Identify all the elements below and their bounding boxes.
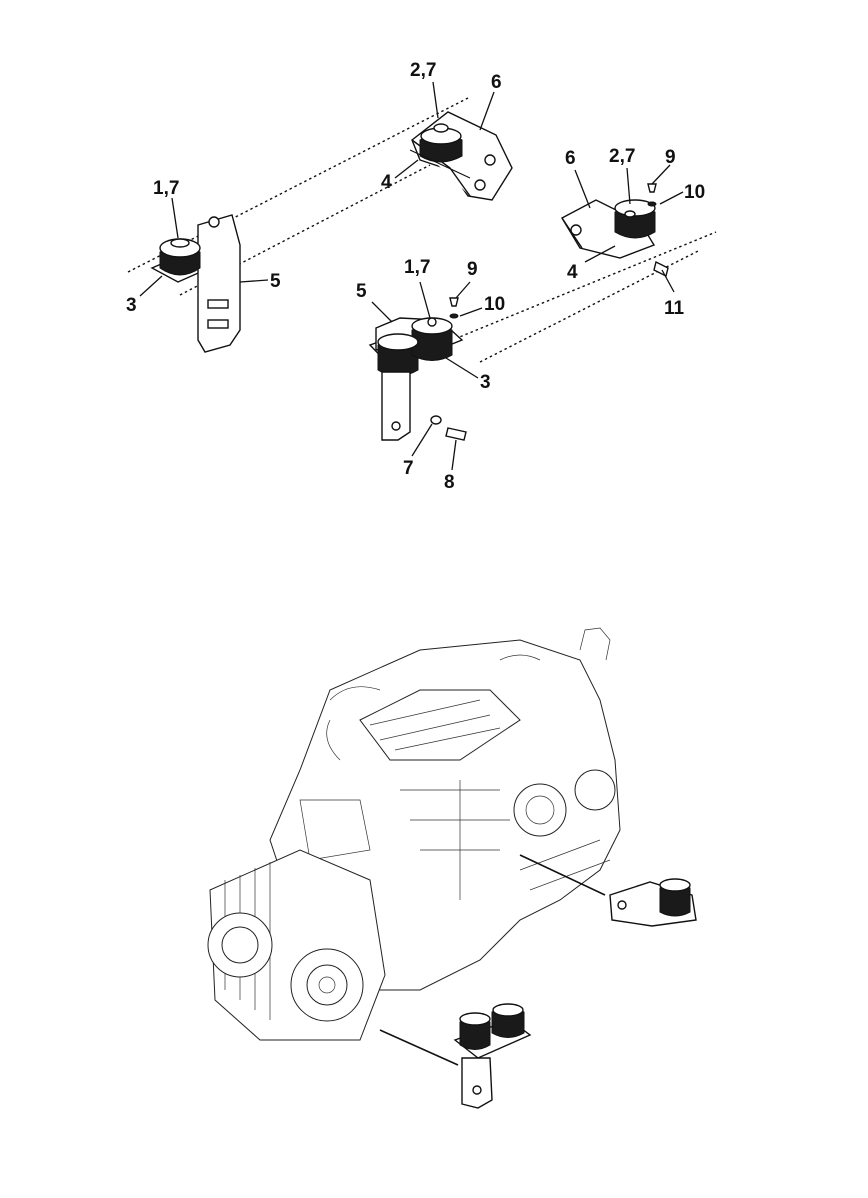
callout-mid-left: 5 — [356, 281, 367, 302]
callout-right-bolt-low: 11 — [664, 298, 685, 319]
callout-right-washer: 10 — [684, 182, 705, 203]
callout-right-pad: 4 — [567, 262, 578, 283]
callout-mid-washer-low: 7 — [403, 458, 414, 479]
callout-mid-pad: 3 — [480, 372, 491, 393]
engine-mount-icon — [609, 878, 697, 927]
rear-top-mount — [409, 111, 513, 201]
callout-top-right-rear: 2,7 — [410, 60, 436, 81]
callout-mid-center: 1,7 — [404, 257, 430, 278]
front-left-mount — [150, 214, 241, 353]
callout-right-mount: 2,7 — [609, 146, 635, 167]
callout-right-bracket: 6 — [565, 148, 576, 169]
callout-top-left-pad: 3 — [126, 295, 137, 316]
callout-top-right-rear-pad: 4 — [381, 172, 392, 193]
callout-mid-bolt-low: 8 — [444, 472, 455, 493]
callout-right-bolt: 9 — [665, 147, 676, 168]
callout-top-left-bracket: 5 — [270, 271, 281, 292]
exploded-view: 2,7 6 4 1,7 5 3 5 1,7 9 10 3 7 8 6 2,7 9… — [126, 60, 717, 493]
callout-top-right-rear-bracket: 6 — [491, 72, 502, 93]
callout-mid-washer: 10 — [484, 294, 505, 315]
callout-top-left: 1,7 — [153, 178, 179, 199]
engine-icon — [207, 627, 621, 1066]
front-right-mount — [368, 297, 467, 441]
rear-right-mount — [561, 183, 669, 278]
engine-mount-icon — [453, 1003, 532, 1109]
callout-mid-bolt: 9 — [467, 259, 478, 280]
